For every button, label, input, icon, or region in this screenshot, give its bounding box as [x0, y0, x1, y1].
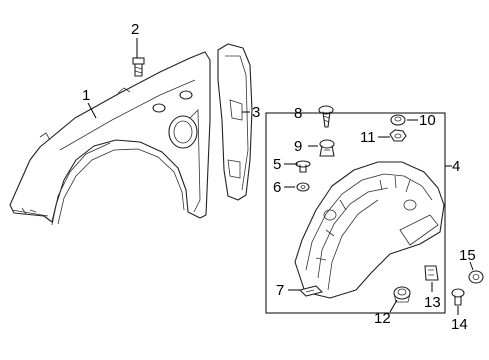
callout-5: 5 [273, 156, 281, 173]
callout-10: 10 [419, 112, 436, 129]
leader-lines [87, 38, 474, 315]
callout-7: 7 [276, 282, 284, 299]
grommet-part-15 [468, 270, 484, 284]
callout-14: 14 [451, 316, 468, 333]
callout-1: 1 [82, 87, 90, 104]
nut-part-11 [389, 129, 407, 142]
bolt-part-14 [451, 288, 465, 306]
callout-6: 6 [273, 179, 281, 196]
clip-part-5 [295, 160, 311, 173]
callout-11: 11 [360, 129, 376, 146]
washer-part-6 [296, 182, 310, 192]
group-bracket [265, 112, 452, 314]
screw-part-8 [318, 105, 334, 128]
rivet-part-9 [319, 139, 335, 157]
callout-9: 9 [294, 138, 302, 155]
callout-15: 15 [459, 247, 476, 264]
callout-13: 13 [424, 294, 441, 311]
wheel-liner [294, 161, 445, 299]
clip-part-13 [424, 265, 439, 281]
cap-part-10 [390, 114, 406, 126]
bolt-part-2 [132, 57, 145, 77]
callout-2: 2 [131, 21, 139, 38]
fender [9, 51, 211, 226]
callout-12: 12 [374, 310, 391, 327]
callout-labels: 1 2 3 4 5 6 7 8 9 10 11 12 13 14 15 [82, 21, 476, 333]
callout-3: 3 [252, 104, 260, 121]
callout-8: 8 [294, 105, 302, 122]
grommet-part-12 [393, 286, 411, 303]
fender-panel [217, 43, 253, 201]
nut-clip-part-7 [298, 285, 324, 297]
callout-4: 4 [452, 158, 460, 175]
